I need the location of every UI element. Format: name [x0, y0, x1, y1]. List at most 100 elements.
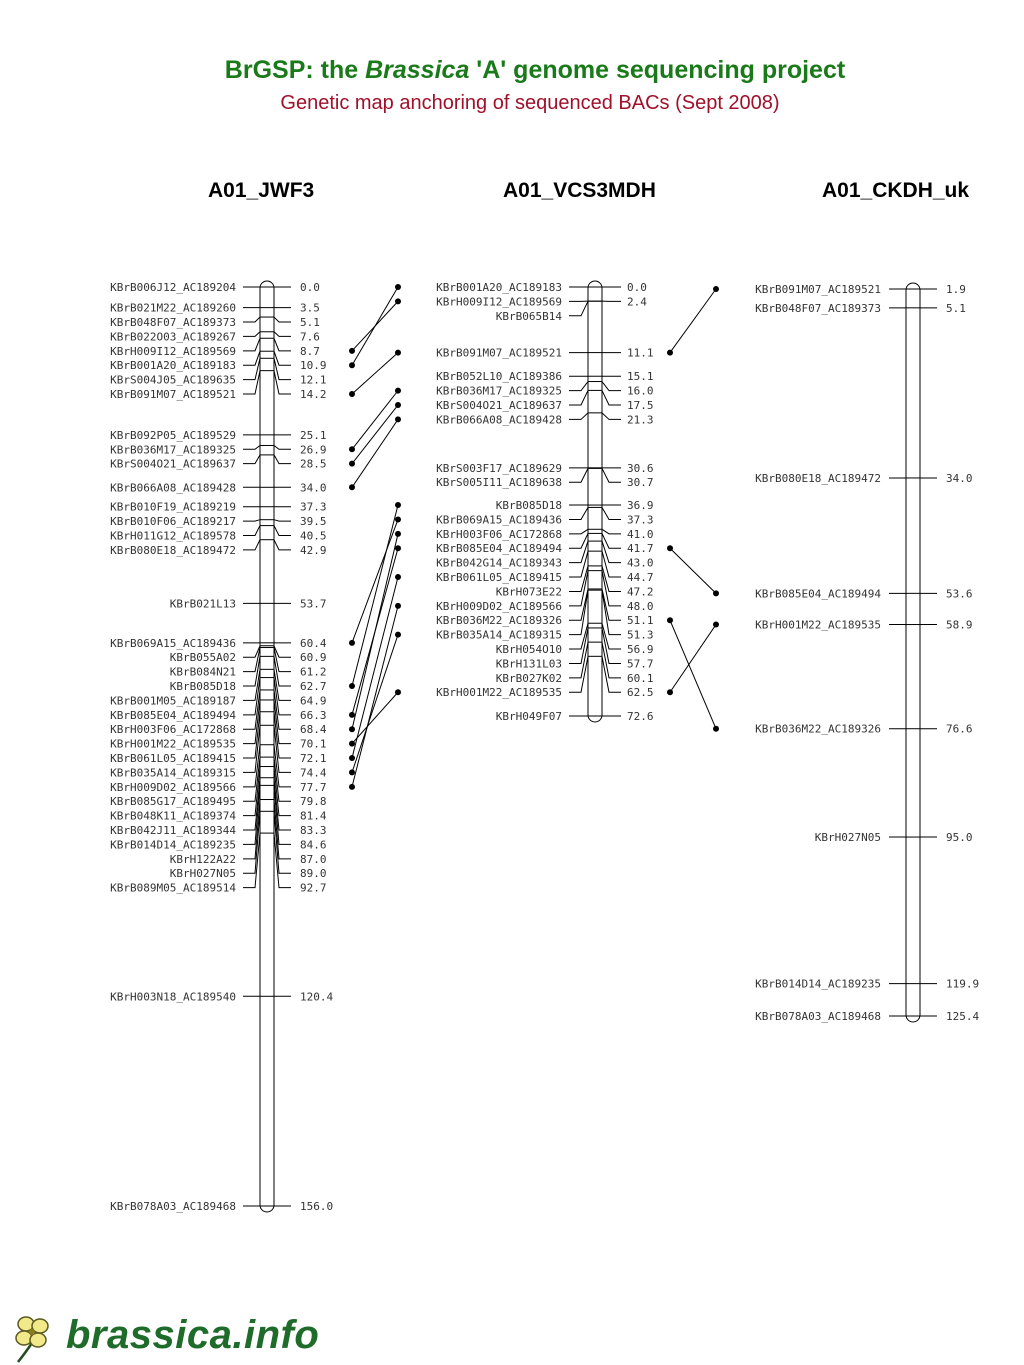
marker-label: KBrH011G12_AC189578 [110, 530, 236, 543]
marker-connector-left [569, 623, 589, 650]
marker-label: KBrB001A20_AC189183 [436, 281, 562, 294]
marker-label: KBrH054O10 [496, 643, 562, 656]
marker-connector-right [601, 540, 621, 564]
marker-connector-right [273, 785, 291, 845]
map-title-vcs3mdh: A01_VCS3MDH [503, 179, 656, 202]
marker-connector-right [273, 525, 291, 537]
anchor-link-dot [395, 349, 401, 356]
marker-connector-right [601, 627, 621, 664]
title-pre: BrGSP: the [224, 56, 366, 84]
marker-label: KBrH122A22 [170, 853, 236, 866]
marker-connector-left [569, 540, 589, 564]
marker-connector-left [243, 725, 261, 773]
anchor-link-dot [395, 516, 401, 523]
anchor-link-dot [349, 639, 355, 646]
anchor-link-dot [713, 725, 719, 732]
marker-connector-right [601, 656, 621, 693]
marker-position: 3.5 [300, 302, 320, 315]
anchor-link-dot [395, 574, 401, 581]
marker-label: KBrB085E04_AC189494 [755, 587, 881, 600]
marker-label: KBrB021M22_AC189260 [110, 302, 236, 315]
marker-label: KBrB036M17_AC189325 [436, 385, 562, 398]
anchor-link-line [669, 288, 717, 353]
marker-connector-right [273, 445, 291, 450]
anchor-link-dot [667, 689, 673, 696]
marker-position: 60.9 [300, 651, 327, 664]
marker-position: 0.0 [627, 281, 647, 294]
marker-label: KBrB089M05_AC189514 [110, 882, 236, 895]
marker-position: 10.9 [300, 359, 327, 372]
anchor-link-dot [349, 362, 355, 369]
marker-connector-left [243, 351, 261, 366]
marker-connector-right [601, 412, 621, 420]
anchor-link-line [351, 691, 399, 744]
marker-connector-right [601, 642, 621, 679]
marker-connector-right [273, 799, 291, 860]
marker-connector-left [569, 588, 589, 621]
marker-label: KBrB085G17_AC189495 [110, 795, 236, 808]
marker-connector-left [569, 507, 589, 520]
marker-connector-right [273, 811, 291, 874]
anchor-link-line [351, 519, 399, 643]
marker-connector-right [273, 647, 291, 673]
anchor-link-dot [713, 286, 719, 292]
marker-connector-right [273, 454, 291, 465]
marker-position: 62.5 [627, 686, 654, 699]
anchor-link-line [351, 390, 399, 450]
marker-position: 14.2 [300, 388, 327, 401]
marker-connector-right [601, 468, 621, 483]
anchor-link-dot [667, 545, 673, 552]
marker-label: KBrH001M22_AC189535 [436, 686, 562, 699]
marker-position: 62.7 [300, 680, 327, 693]
marker-label: KBrB021L13 [170, 597, 236, 610]
anchor-link-dot [349, 783, 355, 790]
marker-connector-right [601, 551, 621, 578]
marker-label: KBrB061L05_AC189415 [110, 752, 236, 765]
marker-label: KBrB065B14 [496, 310, 563, 323]
marker-position: 36.9 [627, 499, 654, 512]
marker-label: KBrB010F19_AC189219 [110, 501, 236, 514]
marker-position: 40.5 [300, 530, 327, 543]
marker-connector-left [243, 454, 261, 465]
marker-connector-left [243, 785, 261, 845]
marker-position: 51.3 [627, 629, 654, 642]
marker-position: 28.5 [300, 458, 327, 471]
marker-connector-right [601, 565, 621, 592]
marker-connector-right [273, 331, 291, 337]
marker-position: 41.0 [627, 528, 654, 541]
marker-position: 66.3 [300, 709, 327, 722]
marker-position: 60.4 [300, 637, 327, 650]
marker-connector-left [243, 656, 261, 687]
marker-position: 76.6 [946, 723, 973, 736]
marker-connector-left [243, 316, 261, 323]
marker-label: KBrB085D18 [496, 499, 562, 512]
marker-label: KBrH009I12_AC189569 [436, 295, 562, 308]
anchor-link-dot [395, 298, 401, 305]
brassica-logo-text[interactable]: brassica.info [66, 1313, 320, 1357]
marker-label: KBrB001M05_AC189187 [110, 694, 236, 707]
marker-position: 0.0 [300, 281, 320, 294]
marker-connector-right [601, 507, 621, 520]
marker-position: 37.3 [300, 501, 327, 514]
marker-connector-left [243, 331, 261, 337]
marker-label: KBrB022O03_AC189267 [110, 330, 236, 343]
marker-connector-right [273, 316, 291, 323]
marker-connector-left [243, 689, 261, 730]
marker-position: 83.3 [300, 824, 327, 837]
marker-position: 72.1 [300, 752, 327, 765]
marker-connector-right [273, 677, 291, 716]
marker-label: KBrB084N21 [170, 666, 236, 679]
marker-label: KBrB027K02 [496, 672, 562, 685]
marker-position: 5.1 [300, 316, 320, 329]
genetic-map-diagram: KBrB006J12_AC189204 0.0KBrB021M22_AC18926… [110, 280, 979, 1213]
marker-label: KBrB006J12_AC189204 [110, 281, 236, 294]
marker-connector-left [569, 627, 589, 664]
marker-connector-right [273, 699, 291, 745]
marker-connector-left [569, 528, 589, 535]
marker-label: KBrB042J11_AC189344 [110, 824, 236, 837]
marker-position: 11.1 [627, 347, 654, 360]
marker-label: KBrB014D14_AC189235 [110, 838, 236, 851]
marker-label: KBrB091M07_AC189521 [436, 347, 562, 360]
anchor-link-dot [349, 347, 355, 354]
marker-connector-right [273, 833, 291, 889]
